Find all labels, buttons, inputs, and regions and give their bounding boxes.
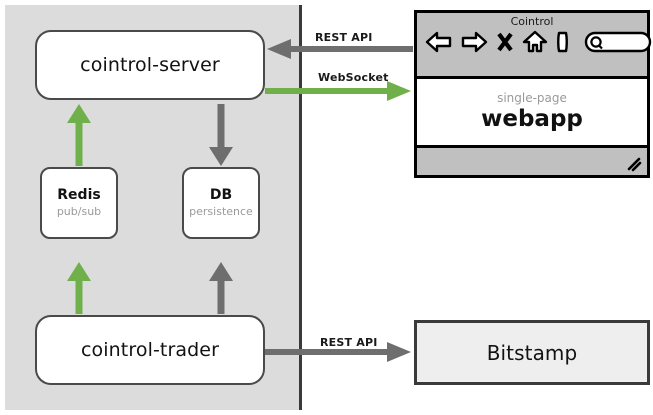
page-icon[interactable]	[555, 29, 571, 55]
arrow-label-websocket: WebSocket	[318, 71, 389, 84]
arrow-redis-to-server	[67, 104, 91, 166]
node-redis-sublabel: pub/sub	[56, 205, 102, 219]
node-bitstamp[interactable]: Bitstamp	[414, 320, 650, 385]
back-arrow-icon[interactable]	[425, 29, 453, 55]
arrow-rest-api-webapp	[267, 39, 413, 59]
magnifier-icon	[590, 36, 602, 48]
arrow-label-rest-api-webapp: REST API	[315, 31, 373, 44]
browser-toolbar	[417, 28, 652, 55]
arrow-rest-api-bitstamp	[265, 342, 411, 362]
browser-viewport: single-page webapp	[417, 79, 647, 148]
browser-statusbar	[417, 148, 647, 175]
resize-grip-icon[interactable]	[626, 156, 642, 172]
node-cointrol-trader-label: cointrol-trader	[81, 338, 219, 361]
node-redis[interactable]: Redis pub/sub	[40, 167, 118, 239]
node-cointrol-server[interactable]: cointrol-server	[35, 30, 265, 100]
arrow-server-to-db	[209, 104, 233, 166]
browser-chrome: Cointrol	[417, 13, 652, 79]
webapp-title: webapp	[481, 105, 583, 132]
arrow-websocket	[265, 81, 411, 101]
node-db-sublabel: persistence	[189, 205, 253, 219]
stop-x-icon[interactable]	[495, 29, 515, 55]
browser-window: Cointrol	[414, 10, 652, 178]
home-icon[interactable]	[522, 29, 548, 55]
node-cointrol-trader[interactable]: cointrol-trader	[35, 315, 265, 385]
arrow-trader-to-redis	[67, 262, 91, 314]
search-input[interactable]	[584, 30, 652, 54]
node-db[interactable]: DB persistence	[182, 167, 260, 239]
node-db-label: DB	[209, 187, 233, 204]
node-bitstamp-label: Bitstamp	[486, 340, 578, 365]
arrow-trader-to-db	[209, 262, 233, 314]
webapp-sublabel: single-page	[497, 90, 567, 105]
browser-window-title: Cointrol	[510, 15, 554, 28]
arrow-label-rest-api-bitstamp: REST API	[320, 336, 378, 349]
node-cointrol-server-label: cointrol-server	[80, 53, 220, 76]
node-redis-label: Redis	[57, 187, 101, 204]
forward-arrow-icon[interactable]	[460, 29, 488, 55]
